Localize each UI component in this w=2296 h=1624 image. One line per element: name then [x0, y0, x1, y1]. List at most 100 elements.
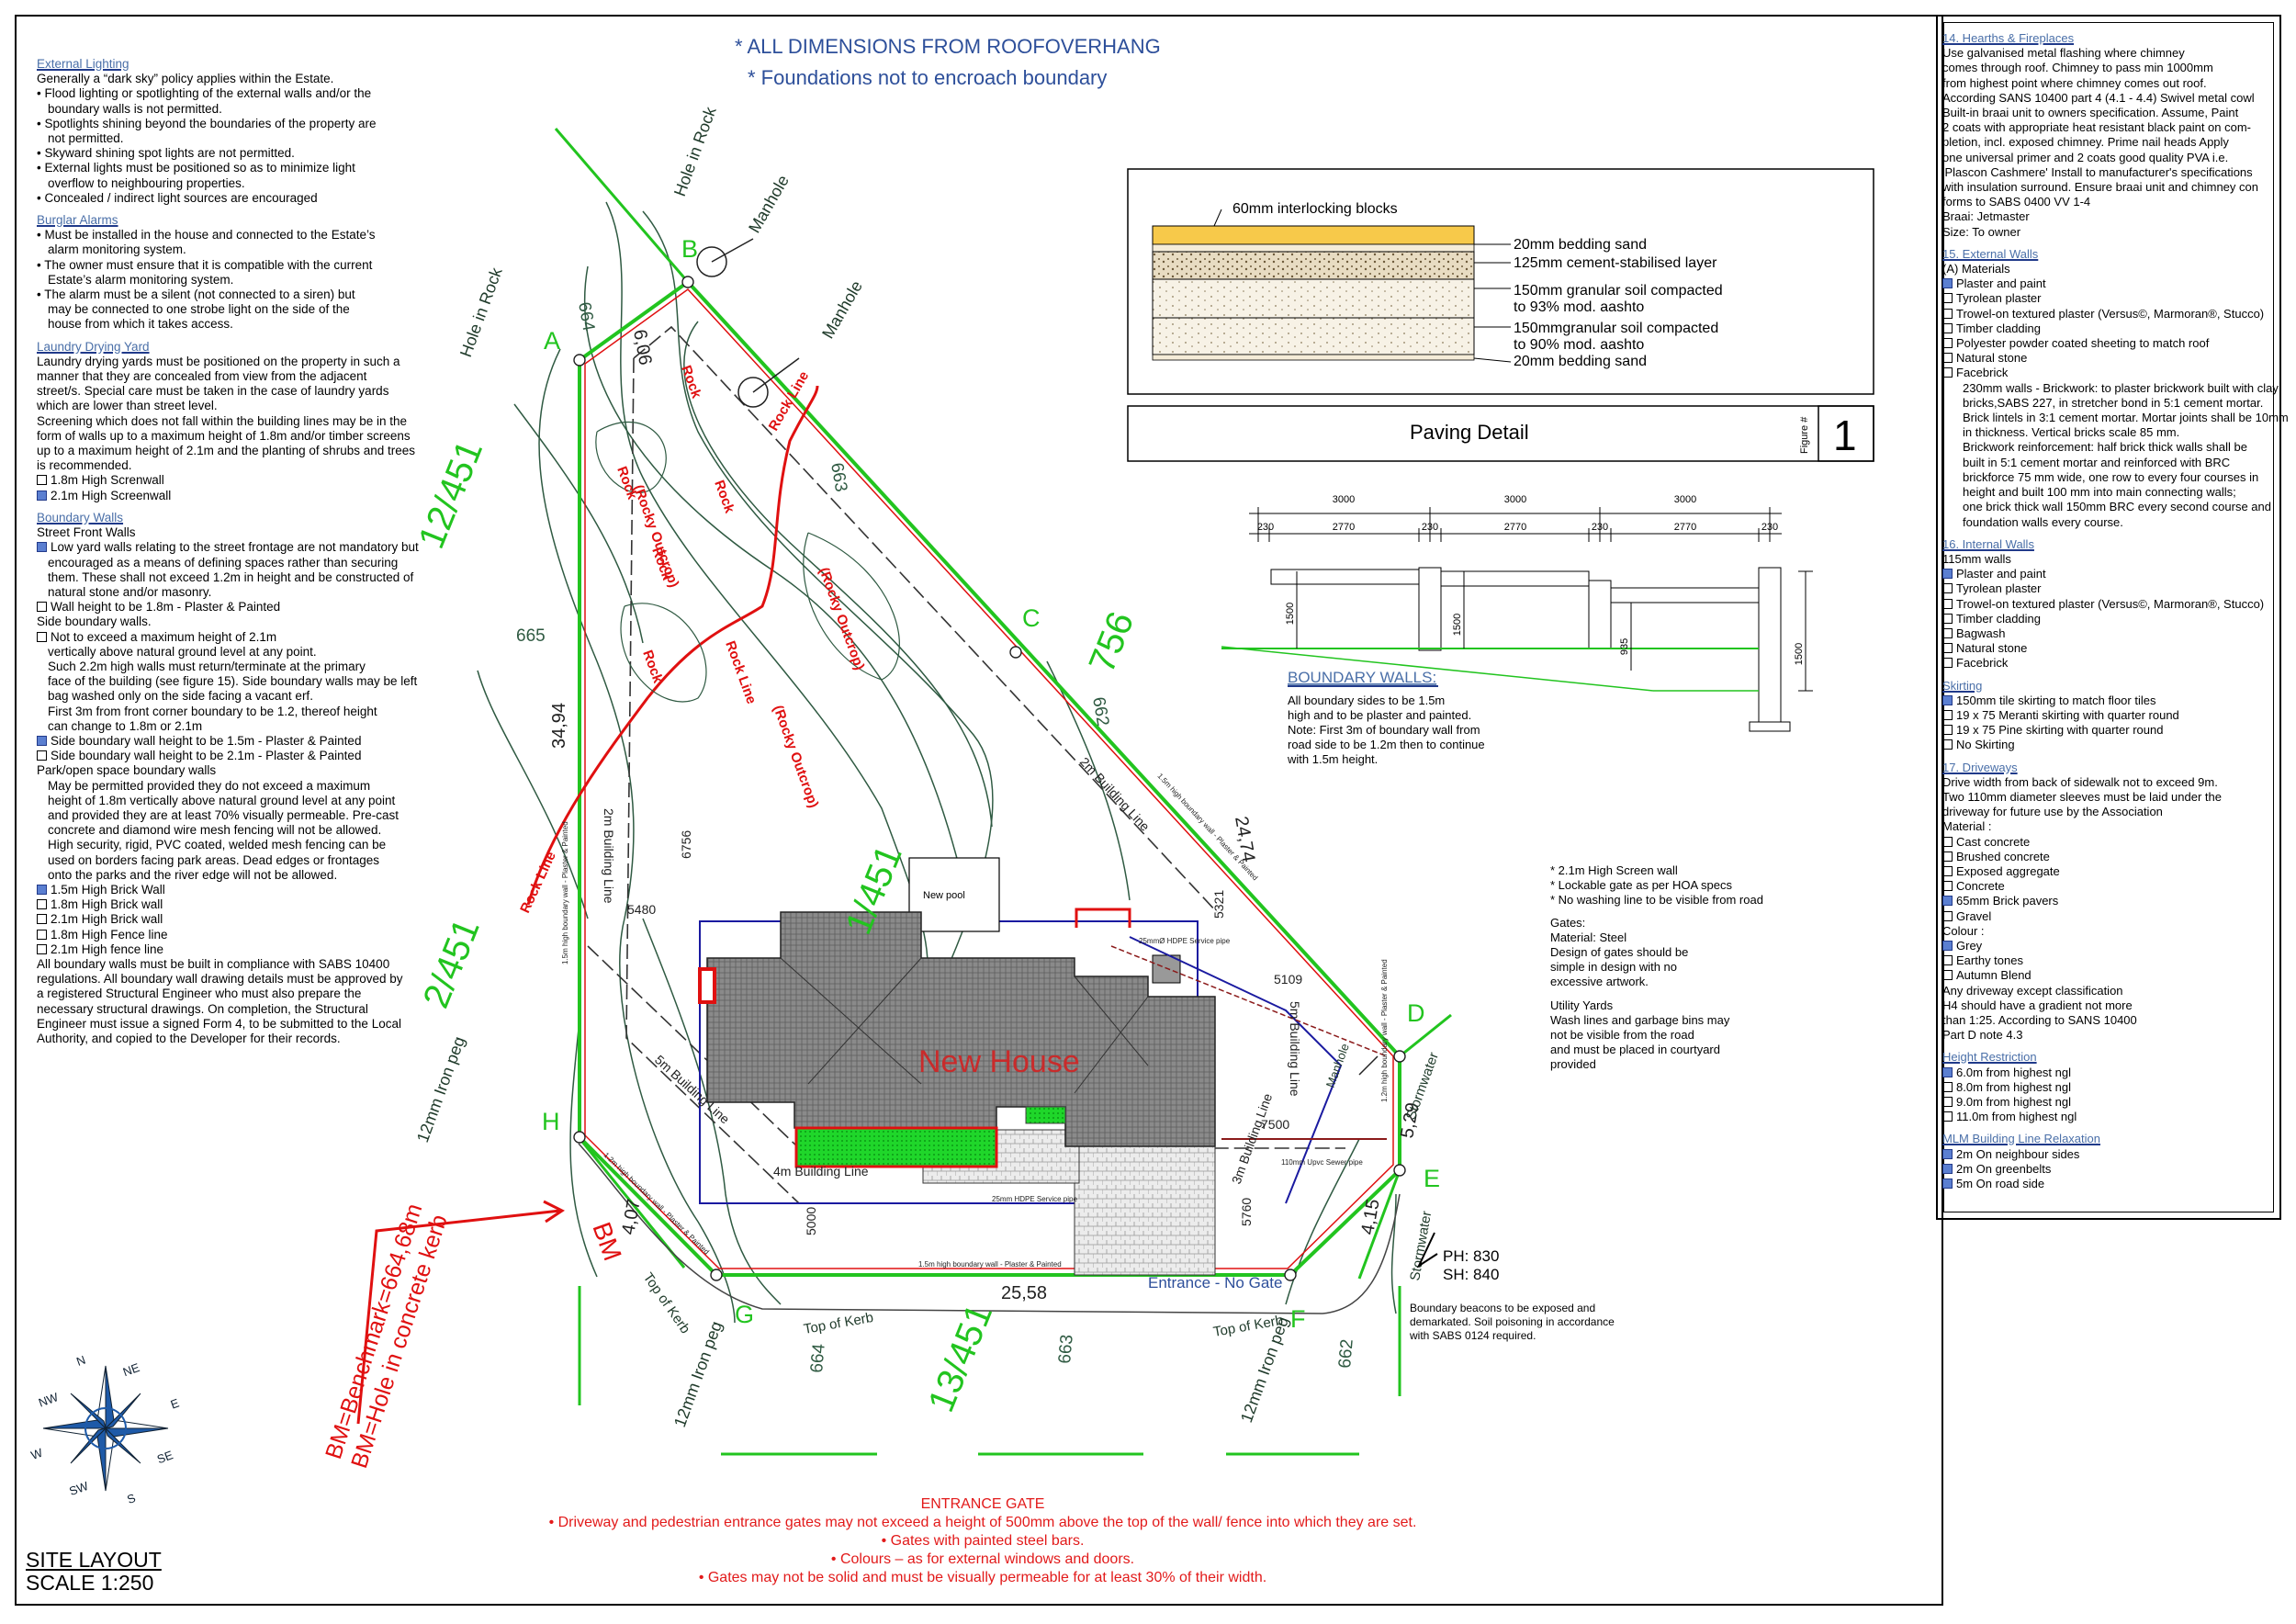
note-line: First 3m from front corner boundary to b… — [48, 704, 377, 718]
checkbox-option: Side boundary wall height to be 2.1m - P… — [37, 749, 432, 763]
contour-line — [538, 348, 736, 1324]
note-line: Use galvanised metal flashing where chim… — [1942, 46, 2185, 61]
checkbox-label: 150mm tile skirting to match floor tiles — [1956, 693, 2156, 707]
paving-layer-label: 150mmgranular soil compacted — [1514, 321, 1718, 336]
house-label: New House — [918, 1044, 1080, 1079]
checkbox-label: Natural stone — [1956, 641, 2028, 656]
checkbox-label: Low yard walls relating to the street fr… — [51, 540, 419, 555]
checkbox-unchecked — [1942, 910, 1953, 921]
paving-layer-label: 150mm granular soil compacted — [1514, 283, 1723, 299]
erf-label: 13/451 — [921, 1298, 1001, 1417]
contour-line — [477, 670, 589, 919]
spec-panel-inner — [1943, 22, 2274, 1212]
boundary-walls-line: with 1.5m height. — [1287, 752, 1378, 766]
header-notes: * ALL DIMENSIONS FROM ROOFOVERHANG * Fou… — [735, 31, 1161, 94]
building-line — [625, 357, 800, 1204]
hole-in-rock-label: Hole in Rock — [670, 104, 720, 199]
boundary-walls-line: All boundary sides to be 1.5m — [1288, 694, 1445, 707]
stormwater-label: Stormwater — [1403, 1050, 1442, 1122]
note-line: height and built 100 mm into main connec… — [1963, 485, 2236, 500]
checkbox-option: 11.0m from highest ngl — [1942, 1110, 2278, 1124]
checkbox-option: Facebrick — [1942, 656, 2278, 671]
checkbox-checked — [37, 490, 47, 501]
checkbox-unchecked — [1942, 1081, 1953, 1092]
note-line: Brick lintels in 3:1 cement mortar. Mort… — [1963, 411, 2289, 425]
checkbox-label: Timber cladding — [1956, 611, 2042, 626]
checkbox-label: 1.8m High Screnwall — [51, 473, 164, 488]
rock-outline — [803, 532, 900, 681]
checkbox-unchecked — [37, 914, 47, 925]
building-line — [633, 325, 1218, 913]
checkbox-label: Exposed aggregate — [1956, 863, 2060, 878]
ph-label: PH: 830 — [1443, 1247, 1499, 1265]
checkbox-label: Grey — [1956, 938, 1983, 953]
paving-title: Paving Detail — [1410, 421, 1529, 444]
checkbox-option: Tyrolean plaster — [1942, 291, 2278, 306]
spec-panel — [1936, 15, 2281, 1220]
paving-layer-label: 60mm interlocking blocks — [1232, 201, 1398, 217]
checkbox-unchecked — [37, 602, 47, 613]
rock-outlines — [595, 421, 900, 703]
checkbox-label: Tyrolean plaster — [1956, 581, 2042, 596]
checkbox-label: Brushed concrete — [1956, 849, 2050, 863]
checkbox-option: Earthy tones — [1942, 953, 2278, 968]
compass-point — [105, 1427, 141, 1464]
checkbox-option: 6.0m from highest ngl — [1942, 1066, 2278, 1080]
checkbox-label: Facebrick — [1956, 366, 2009, 380]
compass-point — [42, 1419, 107, 1429]
elevation-dim: 230 — [1592, 522, 1608, 533]
section-heading: External Lighting — [37, 57, 129, 71]
service-label: 25mmØ HDPE Service pipe — [1139, 937, 1231, 945]
compass-point — [96, 1427, 107, 1492]
checkbox-option: No Skirting — [1942, 738, 2278, 752]
checkbox-label: Side boundary wall height to be 2.1m - P… — [51, 749, 362, 763]
compass-label: SE — [155, 1448, 175, 1466]
paving-leaders — [1213, 209, 1512, 363]
gate-note: * No washing line to be visible from roa… — [1550, 893, 1763, 907]
entrance-gate-line: • Driveway and pedestrian entrance gates… — [548, 1515, 1417, 1530]
checkbox-option: Plaster and paint — [1942, 276, 2278, 291]
note-line: 230mm walls - Brickwork: to plaster bric… — [1963, 380, 2279, 395]
checkbox-unchecked — [1942, 658, 1953, 669]
section-heading: 15. External Walls — [1942, 246, 2039, 261]
building-line-label: 2m Building Line — [602, 808, 616, 904]
checkbox-unchecked — [1942, 865, 1953, 876]
section-heading: Height Restriction — [1942, 1050, 2037, 1065]
top-of-kerb-label: Top of Kerb — [803, 1310, 875, 1337]
boundary-extension — [554, 128, 690, 283]
checkbox-unchecked — [1942, 598, 1953, 609]
checkbox-option: 2.1m High Brick wall — [37, 912, 432, 927]
checkbox-label: Trowel-on textured plaster (Versus©, Mar… — [1956, 306, 2265, 321]
checkbox-label: Trowel-on textured plaster (Versus©, Mar… — [1956, 596, 2265, 611]
beacon — [573, 354, 586, 367]
contour-line — [1390, 1193, 1397, 1314]
beacon — [1393, 1050, 1406, 1063]
boundary-wall — [584, 288, 1394, 1269]
corner-label: B — [681, 235, 698, 263]
checkbox-option: Low yard walls relating to the street fr… — [37, 540, 432, 555]
note-line: Engineer must issue a signed Form 4, to … — [37, 1016, 401, 1031]
checkbox-unchecked — [1942, 1097, 1953, 1108]
contour-line — [1285, 1138, 1360, 1305]
paving-soil-90 — [1152, 317, 1475, 355]
rock-outline — [595, 421, 667, 493]
note-line: foundation walls every course. — [1963, 514, 2123, 529]
boundary-beacons — [573, 276, 1406, 1281]
compass-point — [104, 1427, 169, 1438]
note-line: 'Plascon Cashmere' Install to manufactur… — [1942, 164, 2253, 179]
checkbox-option: Timber cladding — [1942, 612, 2278, 626]
section-heading: Burglar Alarms — [37, 213, 118, 228]
contour-values: 664 665 662 664 663 662 663 — [516, 300, 1357, 1373]
checkbox-option: 1.8m High Brick wall — [37, 897, 432, 912]
pool — [908, 857, 1000, 932]
checkbox-label: 2.1m High fence line — [51, 942, 164, 956]
note-line: Estate’s alarm monitoring system. — [48, 272, 234, 287]
entrance-gate-line: • Gates with painted steel bars. — [881, 1533, 1085, 1549]
elevation-dim: 2770 — [1504, 522, 1526, 533]
drawing-scale: SCALE 1:250 — [26, 1571, 154, 1595]
beacon-note-line: with SABS 0124 required. — [1409, 1329, 1536, 1342]
sh-label: SH: 840 — [1443, 1266, 1499, 1283]
checkbox-checked — [1942, 896, 1953, 907]
note-line: street/s. Special care must be taken in … — [37, 384, 389, 399]
checkbox-label: Tyrolean plaster — [1956, 291, 2042, 306]
